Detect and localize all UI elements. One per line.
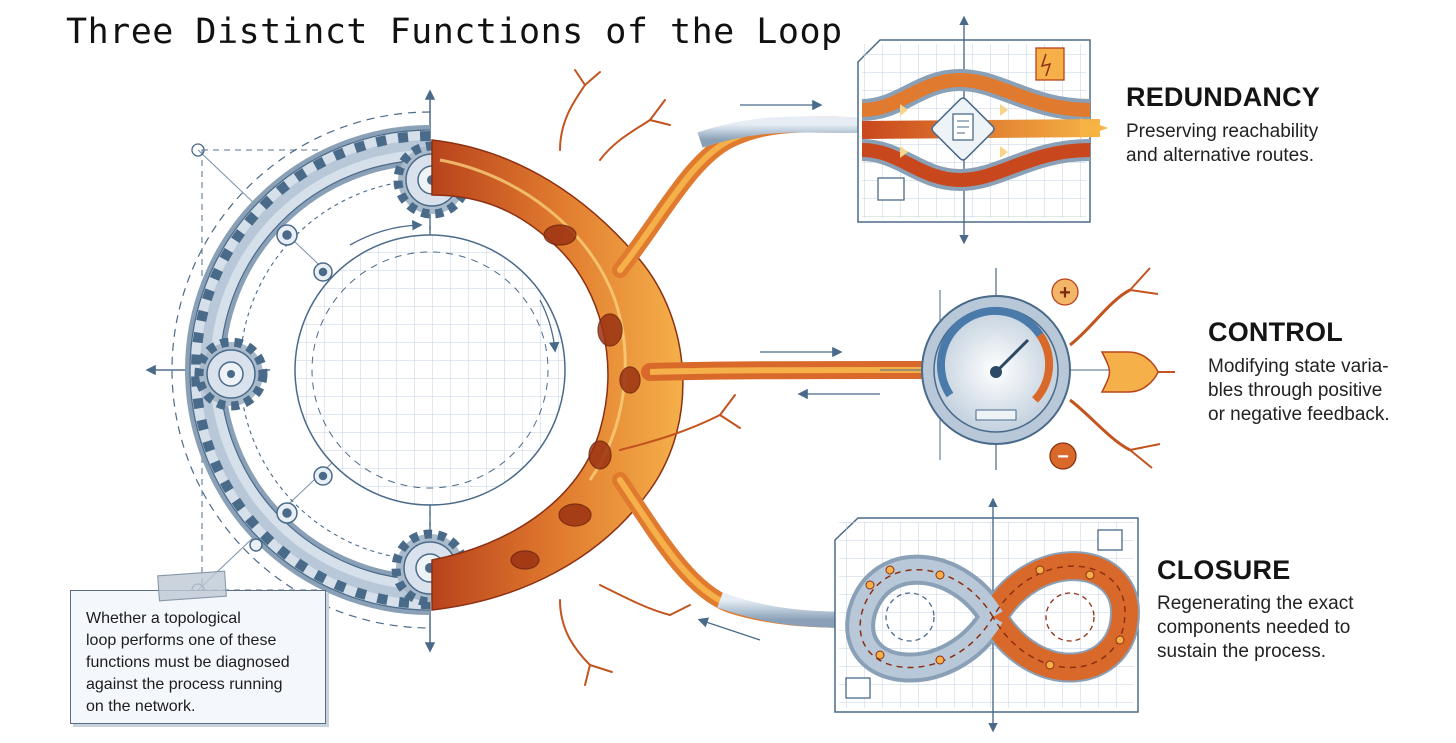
control-title: CONTROL	[1208, 317, 1343, 347]
minus-symbol: −	[1057, 446, 1069, 468]
tape-strip	[157, 570, 227, 602]
redundancy-panel	[857, 15, 1108, 245]
control-line: Modifying state varia-	[1208, 356, 1389, 377]
flow-arrows	[900, 104, 1008, 158]
control-line: bles through positive	[1208, 380, 1383, 401]
note-line: functions must be diagnosed	[86, 654, 290, 671]
or-gate-icon	[1100, 351, 1159, 393]
diagnostic-note-text: Whether a topological loop performs one …	[86, 608, 290, 718]
closure-line: Regenerating the exact	[1157, 593, 1354, 614]
closure-description: Regenerating the exact components needed…	[1157, 592, 1353, 664]
plus-symbol: +	[1059, 282, 1071, 304]
control-dial: + −	[880, 267, 1175, 470]
note-line: loop performs one of these	[86, 632, 277, 649]
dendrite-branches	[559, 69, 741, 686]
page-title: Three Distinct Functions of the Loop	[66, 12, 843, 52]
note-line: Whether a topological	[86, 610, 241, 627]
positive-feedback-icon	[1051, 278, 1079, 306]
closure-line: components needed to	[1157, 617, 1351, 638]
small-gears	[249, 224, 333, 552]
note-line: on the network.	[86, 698, 196, 715]
control-line: or negative feedback.	[1208, 404, 1390, 425]
control-description: Modifying state varia- bles through posi…	[1208, 355, 1390, 427]
molecule-nodes	[865, 565, 1125, 670]
gear-middle	[194, 337, 268, 411]
redundancy-description: Preserving reachability and alternative …	[1126, 120, 1318, 168]
closure-panel	[834, 497, 1141, 733]
main-loop	[145, 89, 566, 653]
cell-blobs	[510, 224, 641, 570]
note-line: against the process running	[86, 676, 283, 693]
redundancy-line: Preserving reachability	[1126, 121, 1319, 142]
negative-feedback-icon	[1049, 442, 1077, 470]
monitor-icon	[1097, 529, 1123, 551]
closure-line: sustain the process.	[1157, 641, 1326, 662]
inner-grid	[294, 234, 566, 506]
redundancy-title: REDUNDANCY	[1126, 82, 1321, 112]
flowchart-icon	[877, 177, 905, 201]
flowchart-icon	[845, 677, 871, 699]
closure-title: CLOSURE	[1157, 555, 1291, 585]
redundancy-line: and alternative routes.	[1126, 145, 1315, 166]
